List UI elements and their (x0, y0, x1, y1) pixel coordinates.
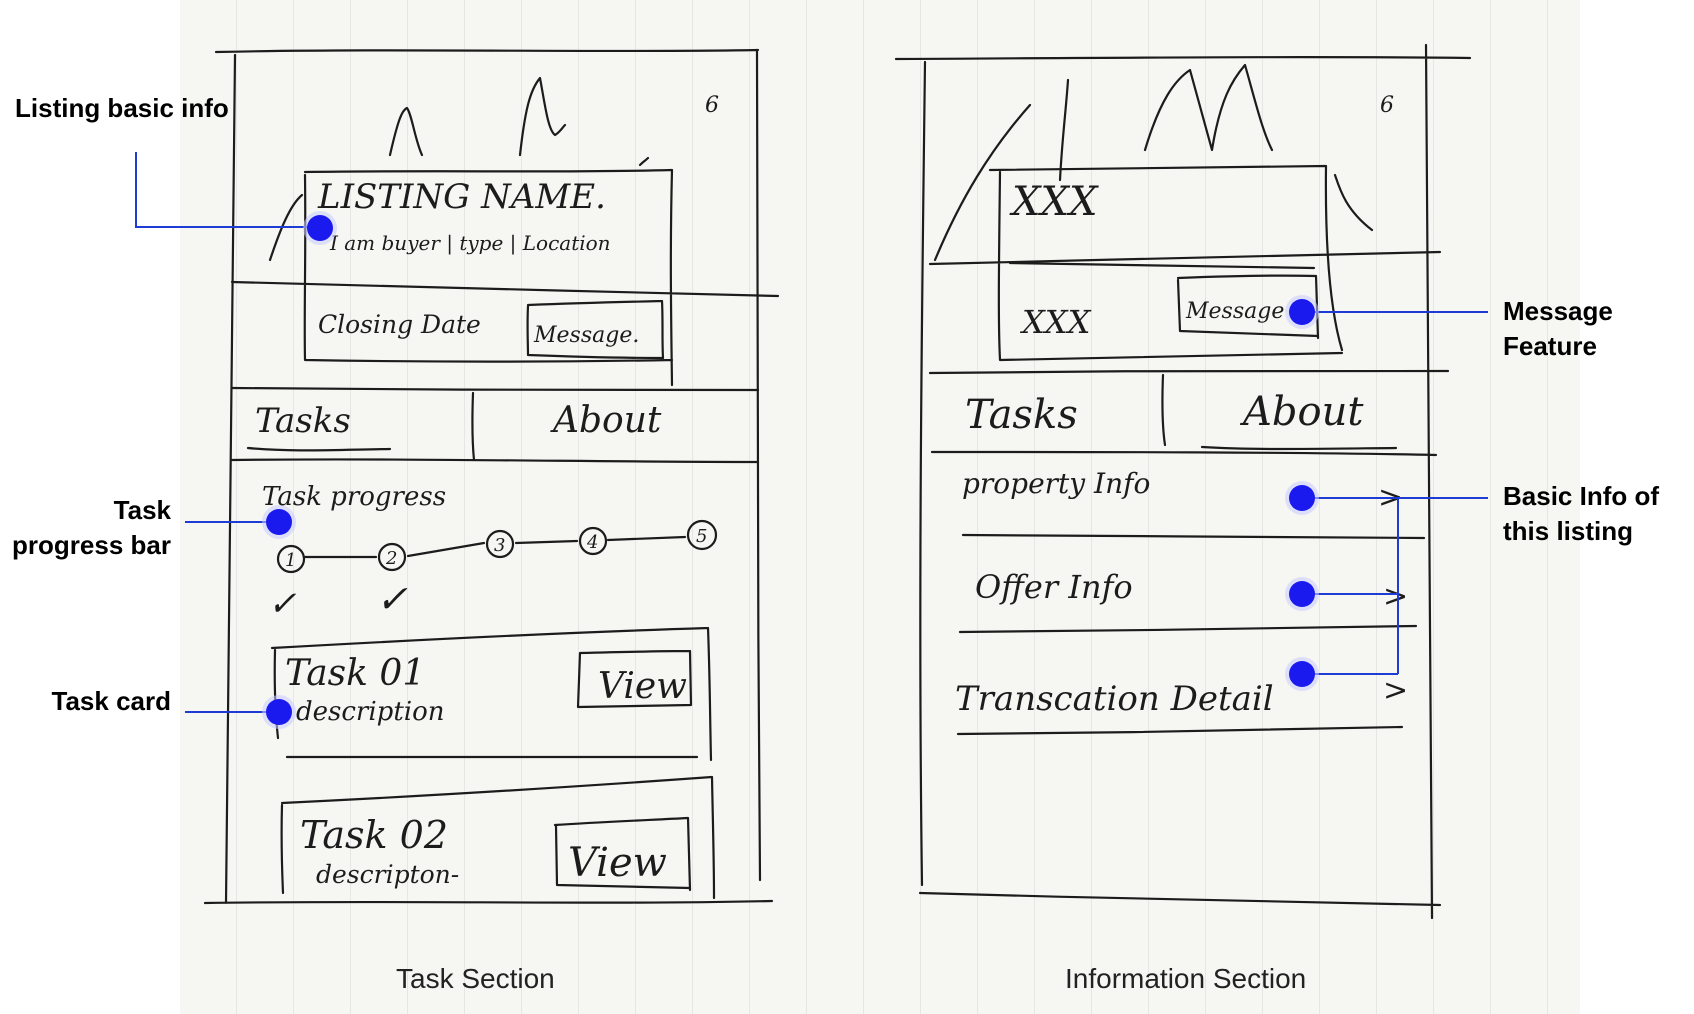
annotation-task-progress-bar-line1: Task (113, 495, 171, 525)
left-task-card-2-outline (280, 775, 716, 900)
leader-listing-basic-info (135, 152, 320, 228)
marker-basic-info-2 (1289, 581, 1315, 607)
annotation-basic-info-line1: Basic Info of (1503, 481, 1660, 511)
left-hero-mountains (268, 76, 650, 262)
right-row-transcation-chevron[interactable]: > (1383, 673, 1408, 708)
right-row-offer-info[interactable]: Offer Info (975, 568, 1133, 606)
left-step-5-circle (686, 519, 718, 551)
marker-basic-info-3 (1289, 661, 1315, 687)
left-step-4: 4 (586, 532, 598, 553)
marker-task-progress-bar (266, 509, 292, 535)
right-row-divider-1 (961, 533, 1426, 540)
left-task-card-1-view-outline (576, 649, 693, 709)
left-step-2-circle (377, 542, 407, 572)
marker-basic-info-1 (1289, 485, 1315, 511)
left-tab-tasks[interactable]: Tasks (255, 401, 351, 441)
right-message-button[interactable]: Message (1185, 299, 1284, 324)
left-task-card-2-view-outline (553, 816, 692, 892)
left-message-button-outline (526, 299, 665, 360)
left-task-card-1-title: Task 01 (285, 653, 425, 694)
right-placeholder-title: XXX (1009, 179, 1099, 225)
caption-task-section: Task Section (396, 963, 555, 994)
left-listing-card (230, 168, 780, 387)
annotation-task-card: Task card (51, 686, 171, 716)
left-listing-meta: I am buyer | type | Location (329, 231, 611, 256)
right-phone-frame (894, 43, 1472, 920)
annotation-message-feature-line1: Message (1503, 296, 1613, 326)
right-tab-about[interactable]: About (1239, 389, 1364, 435)
left-phone-frame (203, 48, 774, 905)
left-step-4-circle (578, 526, 608, 556)
right-row-divider-3 (956, 725, 1404, 736)
left-message-button[interactable]: Message. (533, 323, 639, 348)
left-task-card-2-view[interactable]: View (568, 840, 667, 886)
left-step-1-circle (276, 544, 306, 574)
annotation-message-feature-line2: Feature (1503, 331, 1597, 361)
left-closing-date: Closing Date (318, 310, 481, 339)
left-step-2-check: ✓ (376, 577, 408, 621)
right-status-icon: 6 (1380, 93, 1394, 118)
leader-basic-info (1302, 497, 1488, 675)
left-tab-about[interactable]: About (550, 400, 662, 441)
right-placeholder-sub: XXX (1019, 303, 1092, 341)
right-row-divider-2 (958, 624, 1418, 634)
left-task-card-2-description: descripton- (316, 860, 459, 889)
left-step-1-check: ✓ (268, 584, 297, 624)
right-tab-tasks[interactable]: Tasks (965, 392, 1078, 438)
left-phone-sketch: 6 LISTING NAME. I am buyer | type | Loca… (203, 48, 780, 905)
left-step-3: 3 (494, 535, 505, 556)
annotation-task-progress-bar-line2: progress bar (12, 530, 171, 560)
right-message-button-outline (1176, 274, 1320, 340)
right-row-transcation-detail[interactable]: Transcation Detail (955, 679, 1274, 719)
marker-listing-basic-info (307, 215, 333, 241)
left-step-3-circle (485, 529, 515, 559)
left-task-card-1-description: description (296, 697, 444, 727)
right-row-offer-chevron[interactable]: > (1383, 579, 1408, 614)
left-step-1: 1 (285, 550, 296, 571)
annotation-basic-info-line2: this listing (1503, 516, 1633, 546)
left-step-5: 5 (696, 526, 707, 547)
right-hero-mountains (933, 63, 1374, 262)
right-phone-sketch: 6 XXX XXX Message Tasks About property I… (894, 43, 1472, 920)
left-tab-bar (230, 386, 760, 464)
right-listing-card (928, 164, 1442, 362)
annotation-leaders (135, 152, 1488, 729)
right-row-property-info[interactable]: property Info (962, 467, 1150, 500)
left-progress-line (302, 535, 687, 559)
caption-information-section: Information Section (1065, 963, 1307, 994)
left-task-card-2-title: Task 02 (300, 813, 448, 857)
left-task-progress-label: Task progress (262, 482, 446, 512)
right-tab-bar (928, 369, 1450, 457)
notebook-paper (180, 0, 1580, 1014)
marker-message-feature (1289, 299, 1315, 325)
left-step-2: 2 (385, 548, 397, 569)
left-task-card-1-view[interactable]: View (598, 666, 687, 707)
annotation-listing-basic-info: Listing basic info (15, 93, 229, 123)
marker-task-card (266, 699, 292, 725)
left-status-icon: 6 (705, 93, 719, 118)
left-listing-name: LISTING NAME. (317, 177, 606, 217)
